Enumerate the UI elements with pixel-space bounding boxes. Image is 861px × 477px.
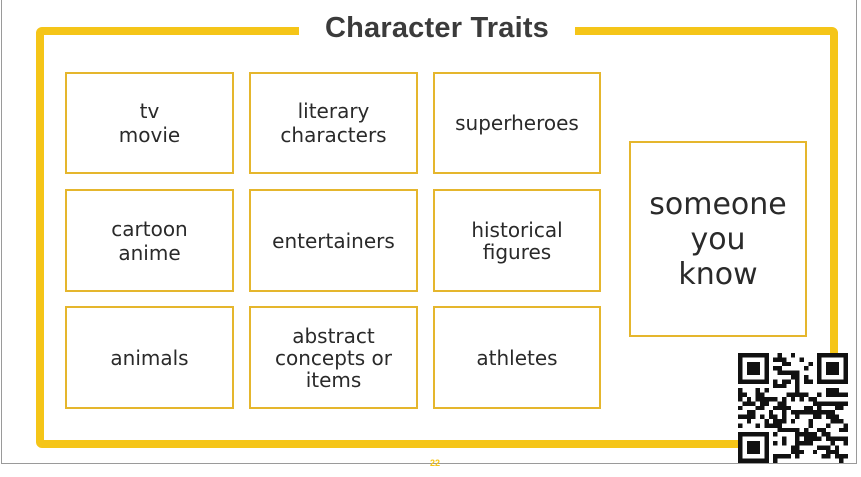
- category-box-abstract-concepts: abstract concepts or items: [249, 306, 418, 409]
- featured-label: someone you know: [649, 186, 787, 292]
- category-label: literary characters: [280, 99, 387, 147]
- slide-border: [1, 0, 857, 464]
- qr-code-graphic: [738, 353, 848, 463]
- category-box-athletes: athletes: [433, 306, 601, 409]
- category-box-superheroes: superheroes: [433, 72, 601, 174]
- category-box-literary-characters: literary characters: [249, 72, 418, 174]
- category-label: cartoon anime: [111, 216, 188, 265]
- featured-box-someone-you-know: someone you know: [629, 141, 807, 337]
- page-number: 22: [429, 458, 440, 468]
- category-box-historical-figures: historical figures: [433, 189, 601, 292]
- category-label: historical figures: [471, 217, 563, 264]
- category-box-entertainers: entertainers: [249, 189, 418, 292]
- category-label: entertainers: [272, 228, 395, 253]
- qr-code-icon[interactable]: [738, 353, 848, 463]
- category-label: athletes: [476, 345, 558, 370]
- category-label: animals: [110, 345, 189, 370]
- category-label: tv movie: [118, 99, 181, 147]
- category-box-animals: animals: [65, 306, 234, 409]
- slide-title: Character Traits: [299, 8, 575, 48]
- category-box-tv-movie: tv movie: [65, 72, 234, 174]
- category-box-cartoon-anime: cartoon anime: [65, 189, 234, 292]
- category-label: superheroes: [455, 111, 579, 135]
- category-label: abstract concepts or items: [275, 323, 392, 392]
